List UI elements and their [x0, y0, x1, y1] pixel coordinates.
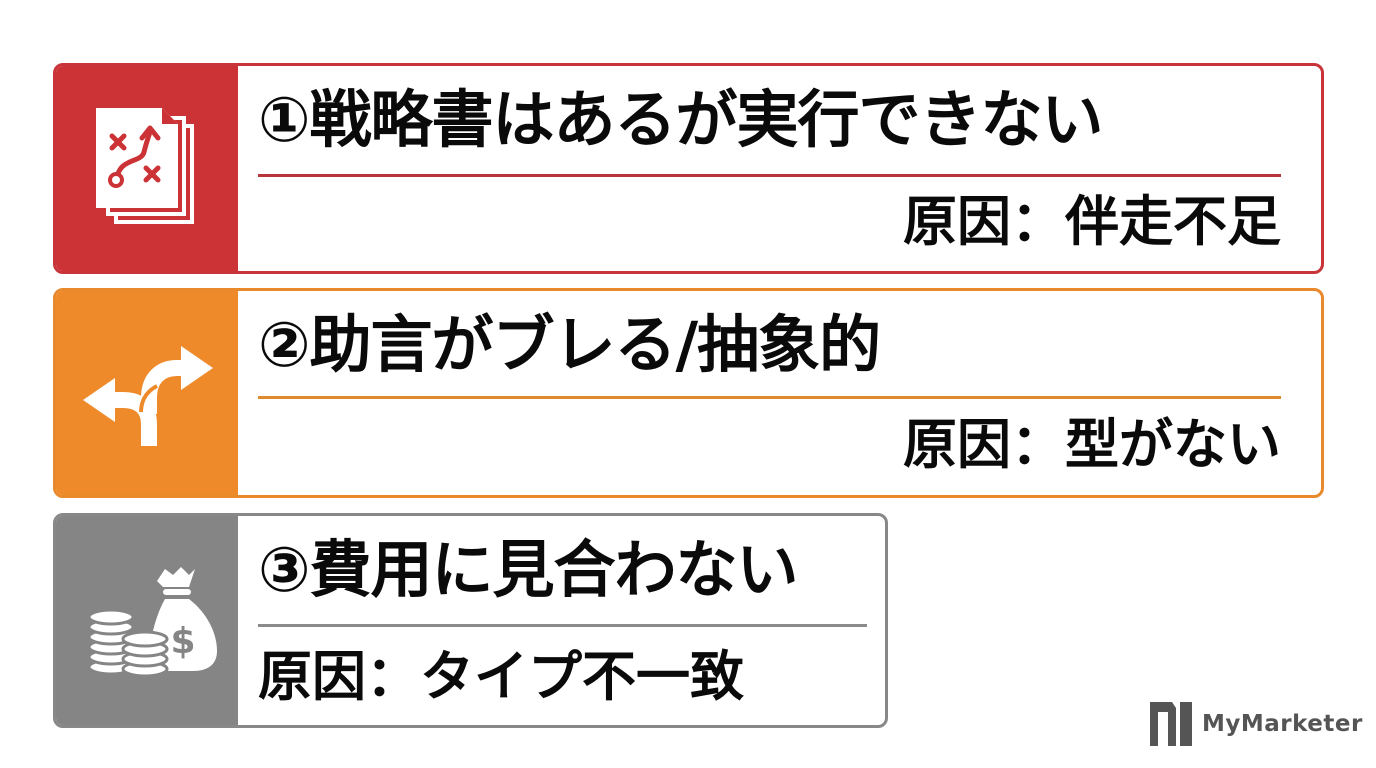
- brand-logo: MyMarketer: [1150, 702, 1363, 746]
- problem-title: ①戦略書はあるが実行できない: [258, 83, 1103, 156]
- money-bag-coins-icon: $: [87, 566, 217, 677]
- problem-cause: 原因：型がない: [903, 413, 1281, 476]
- divider-line: [258, 174, 1281, 177]
- problem-title: ②助言がブレる/抽象的: [258, 308, 881, 381]
- card-content-1: ①戦略書はあるが実行できない 原因：伴走不足: [238, 66, 1321, 271]
- brand-name: MyMarketer: [1202, 711, 1363, 737]
- svg-text:$: $: [170, 621, 195, 662]
- strategy-document-icon: [96, 107, 194, 224]
- card-content-2: ②助言がブレる/抽象的 原因：型がない: [238, 291, 1321, 495]
- problem-card-3: $ ③費用に見合わない 原因：タイプ不一致: [53, 513, 888, 728]
- problem-title: ③費用に見合わない: [258, 533, 798, 606]
- problem-card-2: ②助言がブレる/抽象的 原因：型がない: [53, 288, 1324, 498]
- diverging-arrows-icon: [83, 346, 213, 446]
- card-content-3: ③費用に見合わない 原因：タイプ不一致: [238, 516, 885, 725]
- mymarketer-logo-icon: [1150, 702, 1192, 746]
- divider-line: [258, 624, 867, 627]
- problem-cause: 原因：タイプ不一致: [258, 645, 744, 708]
- icon-panel-2: [56, 291, 238, 495]
- problem-cause: 原因：伴走不足: [903, 190, 1281, 253]
- icon-panel-1: [56, 66, 238, 271]
- problem-card-1: ①戦略書はあるが実行できない 原因：伴走不足: [53, 63, 1324, 274]
- divider-line: [258, 396, 1281, 399]
- icon-panel-3: $: [56, 516, 238, 725]
